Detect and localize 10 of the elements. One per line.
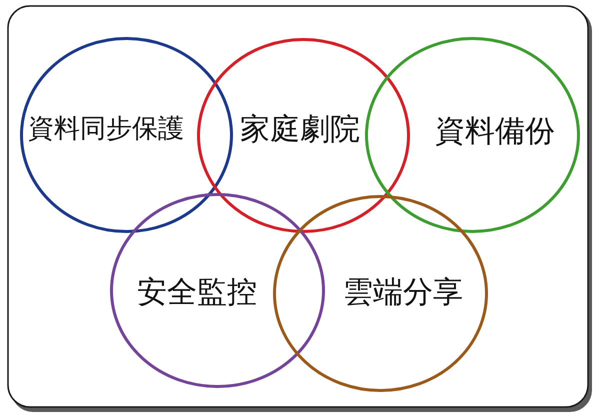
- circle: [197, 38, 410, 233]
- circle: [365, 37, 580, 233]
- circle-label: 雲端分享: [343, 278, 463, 308]
- circle-label: 家庭劇院: [240, 115, 360, 145]
- circle-label: 安全監控: [137, 278, 257, 308]
- circle-label: 資料備份: [435, 117, 555, 147]
- circle: [273, 195, 488, 392]
- circle: [110, 193, 325, 388]
- circle-label: 資料同步保護: [28, 116, 184, 142]
- circle: [20, 37, 233, 233]
